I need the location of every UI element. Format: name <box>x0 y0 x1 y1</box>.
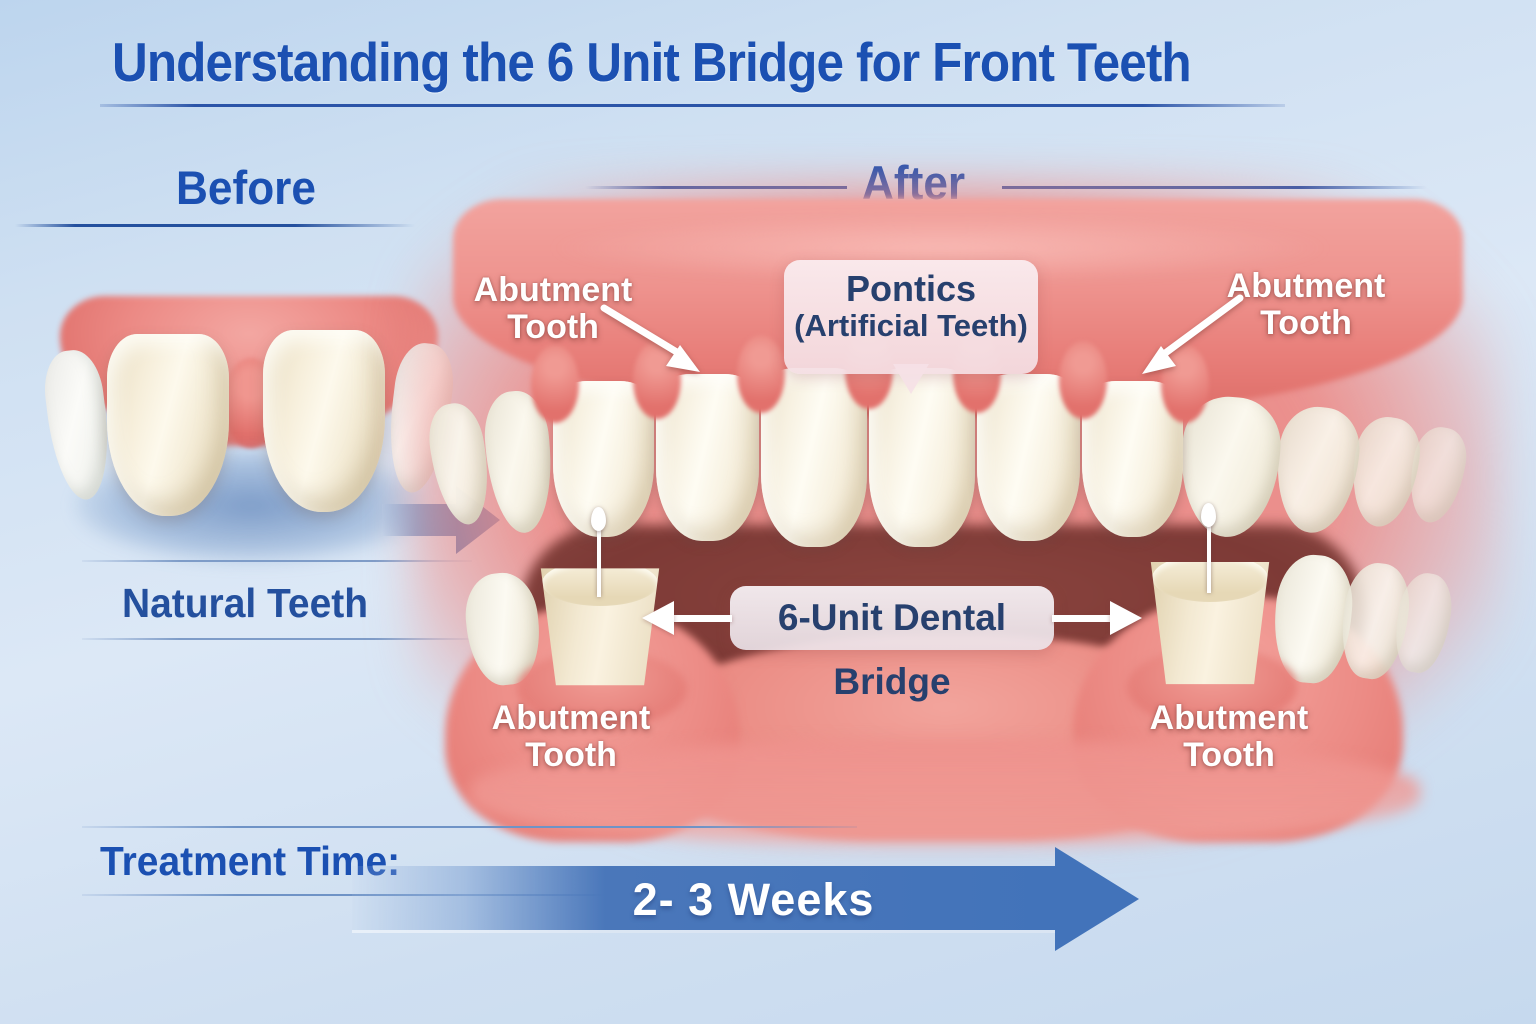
pin-marker-icon <box>597 525 601 597</box>
abutment-label-line1: Abutment <box>1226 267 1386 305</box>
treatment-arrow-head <box>1055 847 1139 951</box>
bridge-arrow-right-shaft <box>1052 615 1112 622</box>
pontics-label-line2: (Artificial Teeth) <box>794 308 1028 344</box>
bridge-arrow-left-shaft <box>672 615 732 622</box>
arrow-head <box>666 345 700 372</box>
abutment-tooth-label-bottom-right: Abutment Tooth <box>1119 700 1339 773</box>
abutment-tooth-label-top-right: Abutment Tooth <box>1196 268 1416 341</box>
abutment-label-line1: Abutment <box>1149 699 1309 737</box>
pin-marker-icon <box>591 507 606 531</box>
arrow-to-right-abutment-icon <box>1142 294 1244 374</box>
pin-marker-icon <box>1201 503 1216 527</box>
abutment-label-line2: Tooth <box>507 307 599 346</box>
bridge-label-pill: 6-Unit Dental Bridge <box>730 586 1054 702</box>
gum-papilla <box>737 335 785 413</box>
abutment-label-line1: Abutment <box>491 699 651 737</box>
treatment-time-label: Treatment Time: <box>100 838 401 884</box>
abutment-label-line2: Tooth <box>1260 303 1352 342</box>
pontics-bubble-pointer <box>893 364 929 394</box>
gum-papilla <box>531 345 579 423</box>
natural-teeth-line-top <box>82 560 472 562</box>
abutment-tooth-label-top-left: Abutment Tooth <box>443 272 663 345</box>
abutment-label-line2: Tooth <box>525 735 617 774</box>
bridge-arrow-right-head <box>1110 601 1142 635</box>
before-central-incisor-right <box>263 330 385 512</box>
treatment-line-top <box>82 826 857 828</box>
treatment-arrow-body: 2- 3 Weeks <box>352 866 1055 933</box>
arrow-head <box>1142 346 1176 374</box>
abutment-label-line2: Tooth <box>1183 735 1275 774</box>
before-central-incisor-left <box>107 334 229 516</box>
natural-teeth-line-bottom <box>82 638 472 640</box>
page-title: Understanding the 6 Unit Bridge for Fron… <box>112 31 1192 93</box>
bridge-arrow-left-head <box>642 601 674 635</box>
pin-marker-icon <box>1207 521 1211 593</box>
before-section-label: Before <box>176 161 316 214</box>
gum-papilla <box>633 341 681 419</box>
gum-papilla <box>1059 341 1107 419</box>
arrow-to-left-abutment-icon <box>600 304 700 372</box>
before-teeth-illustration <box>40 288 458 578</box>
arrow-shaft <box>1160 294 1244 358</box>
before-section-underline <box>15 224 415 227</box>
arrow-shaft <box>600 304 684 358</box>
natural-teeth-caption: Natural Teeth <box>122 580 369 626</box>
abutment-tooth-label-bottom-left: Abutment Tooth <box>461 700 681 773</box>
pontics-label-bubble: Pontics (Artificial Teeth) <box>784 260 1038 374</box>
treatment-duration: 2- 3 Weeks <box>632 874 875 925</box>
title-underline <box>100 104 1285 107</box>
abutment-label-line1: Abutment <box>473 271 633 309</box>
pontics-label-line1: Pontics <box>845 268 977 309</box>
